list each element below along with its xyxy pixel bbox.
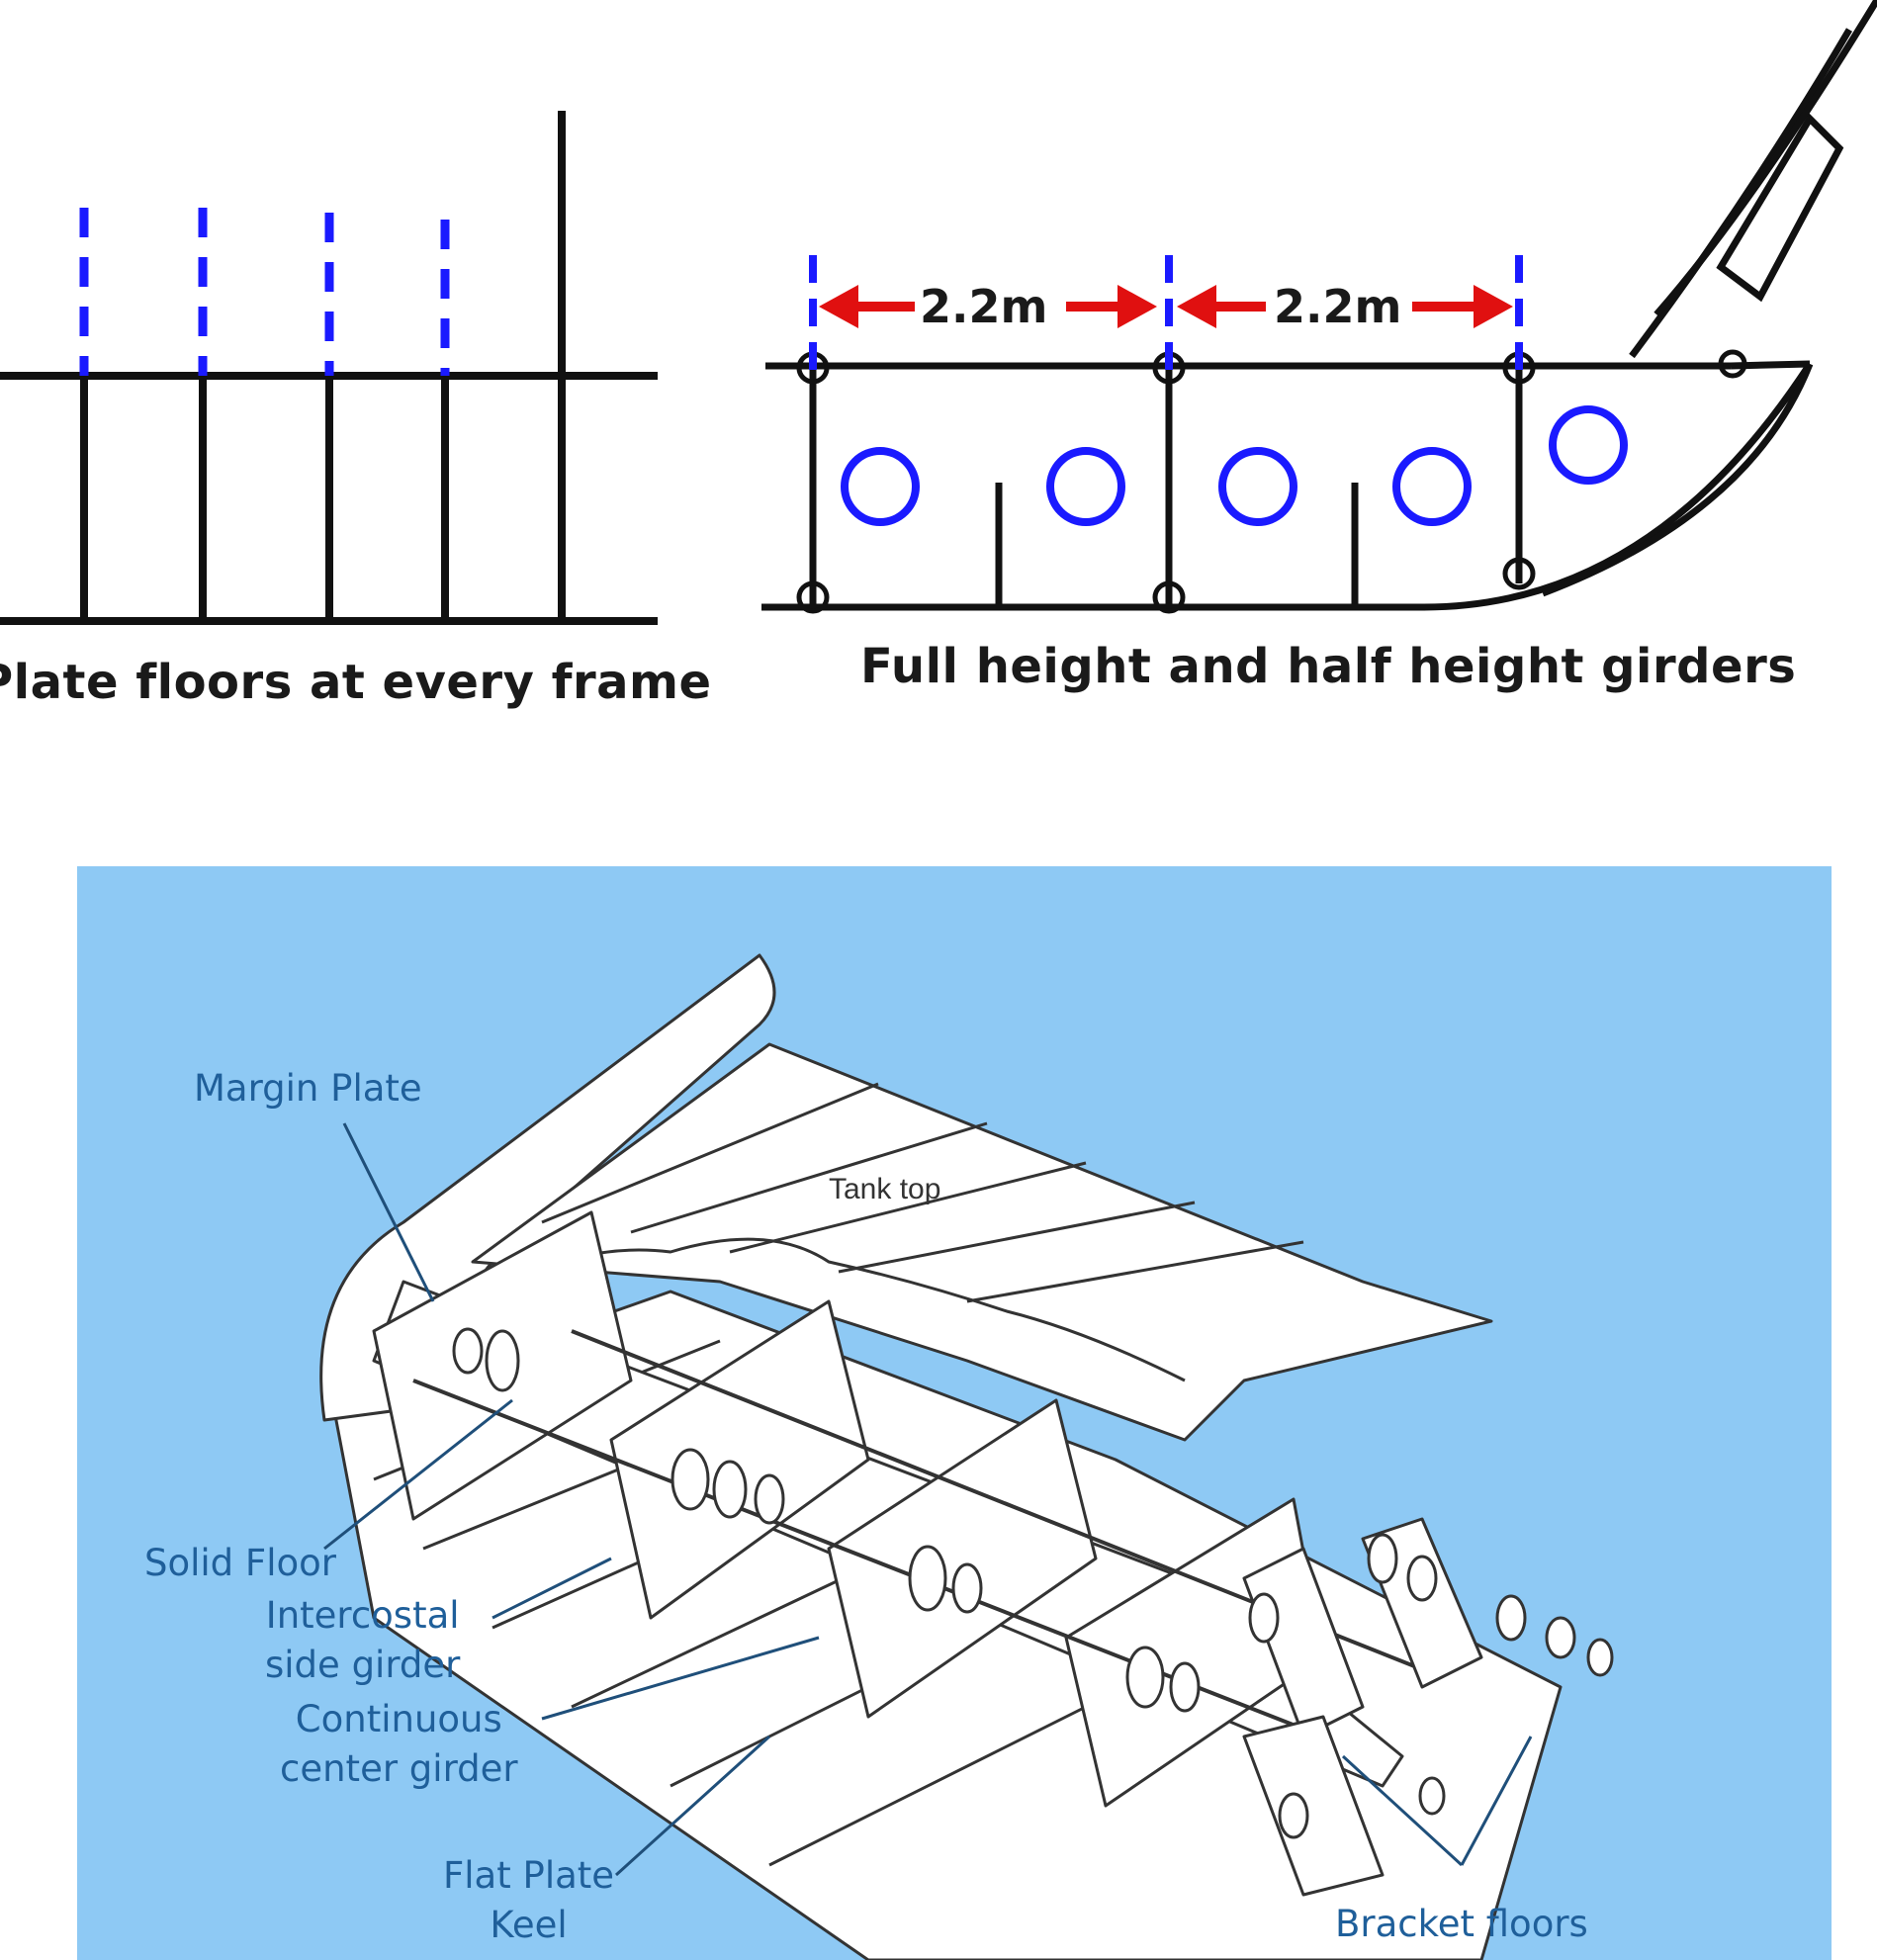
leader-flat-plate	[614, 1735, 771, 1877]
bottom-shell	[761, 362, 1813, 611]
leader-continuous	[541, 1636, 820, 1721]
double-bottom-illustration: Tank top	[319, 953, 1614, 1960]
margin-plate-label: Margin Plate	[194, 1067, 422, 1110]
intercostal-side-girder-label: Intercostal side girder	[265, 1594, 461, 1686]
continuous-center-girder-label: Continuous center girder	[280, 1698, 518, 1790]
lightening-hole-4	[1392, 447, 1472, 526]
tank-top-label: Tank top	[829, 1173, 940, 1205]
bracket-floor-3	[1242, 1715, 1385, 1897]
bracket-floors-label: Bracket floors	[1335, 1903, 1588, 1945]
tank-top-plating	[471, 1042, 1493, 1442]
plate-floors-caption: Plate floors at every frame	[0, 655, 712, 710]
solid-floor-3	[827, 1398, 1098, 1719]
girders-caption: Full height and half height girders	[860, 639, 1797, 694]
lightening-hole-3	[1218, 447, 1297, 526]
leader-solid-floor	[323, 1398, 513, 1551]
side-shell-inner	[1654, 0, 1877, 317]
bracket-floor-1	[1242, 1547, 1365, 1738]
leader-bracket-1	[1341, 1754, 1464, 1867]
spacing-label-2: 2.2m	[1274, 280, 1401, 333]
solid-floor-label: Solid Floor	[144, 1542, 336, 1584]
double-bottom-panel: Tank top Margin Plate Solid Floor Interc…	[77, 866, 1832, 1960]
flat-plate-keel-label: Flat Plate Keel	[443, 1854, 615, 1946]
lightening-hole-2	[1046, 447, 1125, 526]
side-bracket	[1716, 113, 1844, 303]
leader-margin-plate	[342, 1122, 435, 1302]
lightening-hole-5	[1549, 405, 1628, 485]
lightening-hole-1	[841, 447, 920, 526]
leader-intercostal	[492, 1557, 612, 1620]
spacing-label-1: 2.2m	[920, 280, 1047, 333]
leader-bracket-2	[1460, 1736, 1533, 1866]
bilge-curve	[1541, 362, 1814, 597]
solid-floor-2	[609, 1299, 870, 1620]
girders-diagram: 2.2m 2.2m	[761, 0, 1877, 614]
plate-floors-diagram	[0, 111, 658, 625]
